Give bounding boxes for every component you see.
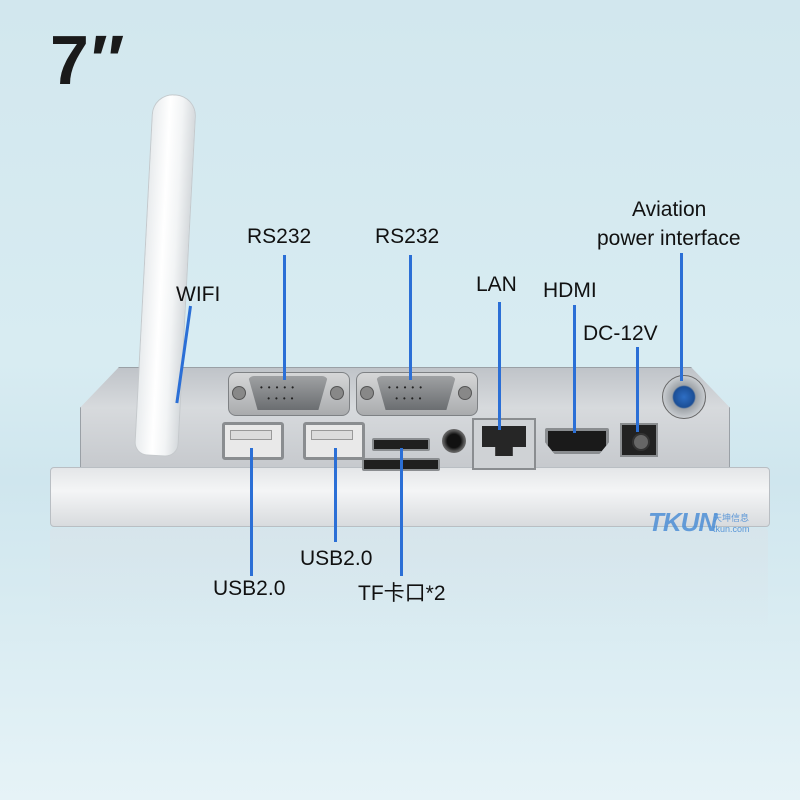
lan-pointer-line (498, 302, 501, 430)
watermark-chinese: 天坤信息 (713, 513, 750, 523)
tf-label: TF卡口*2 (358, 582, 446, 605)
rs232-left-label: RS232 (247, 225, 312, 248)
hdmi-port (545, 428, 609, 454)
usb-port-right (303, 422, 365, 460)
watermark-logo: TKUN (648, 507, 717, 537)
dc-power-jack (620, 423, 658, 457)
dc-label: DC-12V (583, 322, 658, 345)
usb-right-pointer-line (334, 448, 337, 542)
rs232-right-pointer-line (409, 255, 412, 380)
usb-left-label: USB2.0 (213, 577, 286, 600)
tf-pointer-line (400, 448, 403, 576)
aviation-label-line1: Aviation (632, 198, 707, 221)
hdmi-pointer-line (573, 305, 576, 433)
dc-pointer-line (636, 347, 639, 432)
hdmi-label: HDMI (543, 279, 597, 302)
aviation-pointer-line (680, 253, 683, 381)
usb-port-left (222, 422, 284, 460)
rs232-left-pointer-line (283, 255, 286, 380)
audio-jack (442, 429, 466, 453)
device-reflection (50, 528, 768, 638)
watermark-url: tkun.com (713, 524, 750, 534)
aviation-power-connector (662, 375, 706, 419)
rs232-right-label: RS232 (375, 225, 440, 248)
rs232-port-right: ••••• •••• (356, 372, 478, 416)
screen-size-title: 7″ (50, 21, 127, 99)
wifi-label: WIFI (176, 283, 221, 306)
usb-left-pointer-line (250, 448, 253, 576)
usb-right-label: USB2.0 (300, 547, 373, 570)
lan-port (472, 418, 536, 470)
device-front-bezel (50, 467, 770, 527)
aviation-label-line2: power interface (597, 227, 741, 250)
lan-label: LAN (476, 273, 517, 296)
rs232-port-left: ••••• •••• (228, 372, 350, 416)
